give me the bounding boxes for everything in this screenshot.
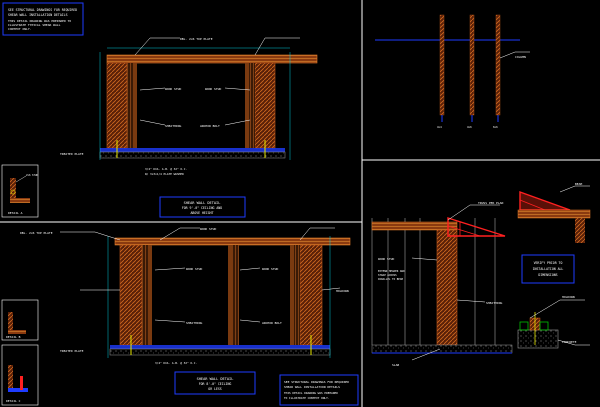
svg-text:ILLUSTRATE TYPICAL SHEAR WALL: ILLUSTRATE TYPICAL SHEAR WALL <box>8 23 61 27</box>
note-bottom-line-2: SHEAR WALL INSTALLATION DETAILS <box>284 385 340 389</box>
svg-text:PARALLEL TO BEAM: PARALLEL TO BEAM <box>378 277 403 281</box>
note-top-line-1: SEE STRUCTURAL DRAWINGS FOR REQUIRED <box>8 8 77 12</box>
section-label-stud: WOOD STUD <box>378 257 394 261</box>
footing-label-holdown: HOLDOWN <box>562 295 575 299</box>
svg-text:3/4" DIA. A.B. @ 32" O.C.: 3/4" DIA. A.B. @ 32" O.C. <box>155 361 197 365</box>
svg-text:EXTEND HEADER AND: EXTEND HEADER AND <box>378 269 405 273</box>
section-label-sheathing: SHEATHING <box>486 301 502 305</box>
detail-b: DETAIL B <box>1 299 39 341</box>
bottom-label-sheathing: SHEATHING <box>186 321 202 325</box>
svg-text:4x4: 4x4 <box>437 125 442 129</box>
verify-line-2: INSTALLATION ALL <box>533 267 564 271</box>
shear-wall-detail-top: DBL. 2x6 TOP PLATE WOOD STUD WOOD STUD S… <box>60 37 318 176</box>
detail-c-label: DETAIL C <box>6 399 21 403</box>
bottom-label-plate: DBL. 2x6 TOP PLATE <box>20 231 53 235</box>
title-bottom-2: FOR 8'-0" CEILING <box>199 382 232 386</box>
bottom-label-treated: TREATED PLATE <box>60 349 84 353</box>
note-bottom-line-1: SEE STRUCTURAL DRAWINGS FOR REQUIRED <box>284 380 349 384</box>
top-label-stud-right: WOOD STUD <box>205 87 221 91</box>
column-label: COLUMN <box>515 55 526 59</box>
note-top-line-2: SHEAR WALL INSTALLATION DETAILS <box>8 13 68 17</box>
svg-text:3/4" DIA. A.B. @ 32" O.C.: 3/4" DIA. A.B. @ 32" O.C. <box>145 167 187 171</box>
title-top: SHEAR WALL DETAIL FOR 9'-0" CEILING AND … <box>159 196 246 218</box>
svg-text:2x6 STUD: 2x6 STUD <box>26 173 39 177</box>
section-label-beam: BEAM <box>575 182 582 186</box>
shear-wall-detail-bottom: DBL. 2x6 TOP PLATE WOOD STUD WOOD STUD W… <box>20 227 351 365</box>
top-label-bolt: ANCHOR BOLT <box>200 124 220 128</box>
title-top-2: FOR 9'-0" CEILING AND <box>182 206 222 210</box>
svg-text:TO ILLUSTRATE CONTEXT ONLY.: TO ILLUSTRATE CONTEXT ONLY. <box>284 396 330 400</box>
wall-section-detail: TRUSS PER PLAN BEAM WOOD STUD SHEATHING … <box>371 182 591 367</box>
note-box-top: SEE STRUCTURAL DRAWINGS FOR REQUIRED SHE… <box>2 2 84 36</box>
svg-text:4x6: 4x6 <box>467 125 472 129</box>
bottom-label-stud-b: WOOD STUD <box>262 267 278 271</box>
bottom-label-stud-top: WOOD STUD <box>200 227 216 231</box>
top-label-sheathing: SHEATHING <box>165 124 181 128</box>
detail-c: DETAIL C <box>1 344 39 406</box>
section-label-slab: SLAB <box>392 363 399 367</box>
footing-label-concrete: CONCRETE <box>562 340 577 344</box>
title-top-1: SHEAR WALL DETAIL <box>184 201 221 205</box>
top-label-treated: TREATED PLATE <box>60 152 84 156</box>
bottom-label-holdown: HOLDOWN <box>336 289 349 293</box>
detail-a: 2x6 STUD DETAIL A <box>1 164 39 218</box>
svg-text:THIS DETAIL DRAWING WAS PREPAR: THIS DETAIL DRAWING WAS PREPARED TO <box>8 19 71 23</box>
bottom-label-stud-a: WOOD STUD <box>186 267 202 271</box>
svg-text:6x6: 6x6 <box>493 125 498 129</box>
title-bottom-3: OR LESS <box>208 387 222 391</box>
section-label-truss: TRUSS PER PLAN <box>478 201 503 205</box>
bottom-label-bolt: ANCHOR BOLT <box>262 321 282 325</box>
title-bottom: SHEAR WALL DETAIL FOR 8'-0" CEILING OR L… <box>174 371 256 395</box>
svg-text:W/ 3x3x1/4 PLATE WASHER: W/ 3x3x1/4 PLATE WASHER <box>145 172 184 176</box>
svg-text:STRAP ACROSS: STRAP ACROSS <box>378 273 397 277</box>
title-bottom-1: SHEAR WALL DETAIL <box>197 377 234 381</box>
verify-callout: VERIFY PRIOR TO INSTALLATION ALL DIMENSI… <box>521 254 575 284</box>
footing-detail: CONCRETE HOLDOWN <box>517 295 590 349</box>
svg-text:CONTEXT ONLY.: CONTEXT ONLY. <box>8 27 32 31</box>
detail-a-label: DETAIL A <box>8 211 23 215</box>
column-detail: COLUMN 4x4 4x6 6x6 <box>375 14 530 129</box>
top-label-stud-left: WOOD STUD <box>165 87 181 91</box>
title-top-3: ABOVE HEIGHT <box>190 211 213 215</box>
verify-line-1: VERIFY PRIOR TO <box>534 261 563 265</box>
verify-line-3: DIMENSIONS <box>538 273 557 277</box>
detail-b-label: DETAIL B <box>6 335 21 339</box>
note-box-bottom: SEE STRUCTURAL DRAWINGS FOR REQUIRED SHE… <box>279 374 359 406</box>
svg-text:THIS DETAIL DRAWING WAS PREPAR: THIS DETAIL DRAWING WAS PREPARED <box>284 391 338 395</box>
top-label-plate: DBL. 2x6 TOP PLATE <box>180 37 213 41</box>
